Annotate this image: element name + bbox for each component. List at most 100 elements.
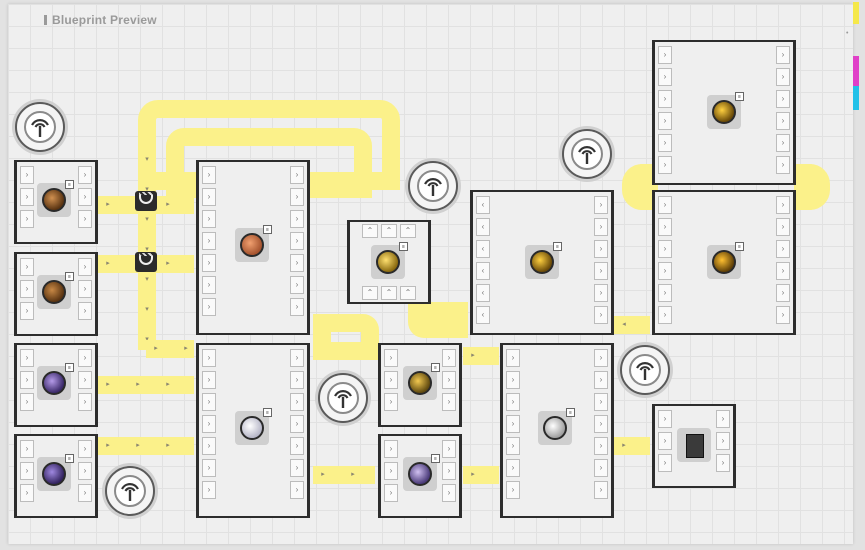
recipe-tag-icon: ≡ [65, 363, 74, 372]
belt-splitter-icon[interactable] [135, 191, 157, 211]
recipe-tag-icon: ≡ [553, 242, 562, 251]
blueprint-canvas[interactable]: Blueprint Preview • ▾▾▾▾▾▾▾▸▸▸▸▸▸▸▸▸▸▸▸▸… [8, 4, 853, 544]
port-column-l: ››››››› [506, 349, 520, 512]
input-port-icon: › [384, 349, 398, 367]
resize-handle-icon[interactable]: • [846, 30, 849, 37]
resource-disc-icon [42, 280, 66, 304]
extractor-machine-4[interactable]: ›››››› [14, 434, 98, 518]
accent-strip-cyan [853, 86, 859, 110]
port-column-r: ›››››› [776, 196, 790, 329]
conveyor-belt[interactable]: ▸▸▸ [98, 437, 194, 455]
port-column-l: ›››››› [658, 196, 672, 329]
input-port-icon: › [506, 415, 520, 433]
smelter-machine-2[interactable]: ›››››››››››››› [196, 343, 310, 518]
output-port-icon: › [594, 284, 608, 302]
output-port-icon: › [776, 112, 790, 130]
resource-disc-icon [543, 416, 567, 440]
port-column-r: ›››››› [776, 46, 790, 179]
resource-disc-icon [408, 371, 432, 395]
antenna-tower-icon [121, 483, 139, 501]
mixer-machine[interactable]: ⌃⌃⌃⌃⌃⌃ [347, 220, 431, 304]
conveyor-belt[interactable]: ◂ [614, 316, 650, 334]
input-port-icon: › [506, 481, 520, 499]
port-row-b: ⌃⌃⌃ [362, 286, 416, 300]
port-column-l: › › › [384, 349, 398, 421]
conveyor-belt[interactable]: ▸ [463, 466, 499, 484]
extractor-machine-2[interactable]: ›››››› [14, 252, 98, 336]
output-port-icon: › [290, 188, 304, 206]
port-column-r: ››››››› [290, 166, 304, 329]
input-port-icon: › [658, 432, 672, 450]
gold-ore-item: ≡ [525, 242, 562, 279]
antenna-tower[interactable] [15, 102, 65, 152]
conveyor-belt[interactable]: ▾▾▾▾▾▾▾ [138, 150, 156, 350]
belt-arrow-icon: ▾ [145, 306, 149, 313]
storage-machine[interactable]: ›››››› [652, 404, 736, 488]
output-port-icon: › [594, 306, 608, 324]
refinery-machine-2[interactable]: ›››››››››››››› [500, 343, 614, 518]
input-port-icon: › [202, 232, 216, 250]
input-port-icon: › [20, 258, 34, 276]
chip-body [686, 434, 704, 458]
antenna-tower[interactable] [620, 345, 670, 395]
input-port-icon: › [658, 134, 672, 152]
input-port-icon: › [384, 484, 398, 502]
input-port-icon: › [658, 196, 672, 214]
port-column-l: ››››››› [202, 349, 216, 512]
computer-chip-icon [677, 428, 711, 462]
silver-ingot-item: ≡ [235, 408, 272, 445]
output-port-icon: › [776, 156, 790, 174]
output-port-icon: › [78, 484, 92, 502]
antenna-tower[interactable] [562, 129, 612, 179]
conveyor-belt-curve[interactable] [408, 302, 468, 338]
input-port-icon: › [506, 393, 520, 411]
conveyor-belt-curve[interactable] [313, 314, 379, 360]
output-port-icon: › [78, 302, 92, 320]
conveyor-belt[interactable]: ▸▸ [146, 340, 194, 358]
input-port-icon: ‹ [476, 240, 490, 258]
conveyor-belt[interactable]: ▸ [463, 347, 499, 365]
conveyor-belt[interactable]: ▸▸ [313, 466, 375, 484]
input-port-icon: › [506, 349, 520, 367]
antenna-tower-icon [334, 390, 352, 408]
input-port-icon: › [202, 437, 216, 455]
antenna-tower[interactable] [105, 466, 155, 516]
output-port-icon: › [716, 410, 730, 428]
input-port-icon: › [202, 481, 216, 499]
input-port-icon: › [20, 166, 34, 184]
input-port-icon: › [658, 46, 672, 64]
smelter-machine-1[interactable]: ›››››››››››››› [196, 160, 310, 335]
conveyor-belt[interactable]: ▸▸▸ [98, 376, 194, 394]
output-port-icon: › [776, 284, 790, 302]
port-column-r: ››››››› [290, 349, 304, 512]
output-port-icon: › [716, 454, 730, 472]
conveyor-belt[interactable]: ▸ [614, 437, 650, 455]
input-port-icon: › [658, 262, 672, 280]
input-port-icon: › [658, 90, 672, 108]
port-icon: ⌃ [381, 224, 397, 238]
input-port-icon: › [202, 459, 216, 477]
port-icon: ⌃ [400, 286, 416, 300]
conveyor-belt-curve[interactable] [794, 164, 830, 210]
resource-disc-icon [376, 250, 400, 274]
input-port-icon: › [202, 254, 216, 272]
input-port-icon: › [202, 166, 216, 184]
output-port-icon: › [776, 90, 790, 108]
port-column-r: ››››››› [594, 349, 608, 512]
output-port-icon: › [78, 462, 92, 480]
antenna-tower[interactable] [318, 373, 368, 423]
input-port-icon: › [384, 371, 398, 389]
resource-disc-icon [712, 250, 736, 274]
output-port-icon: › [594, 218, 608, 236]
output-port-icon: › [290, 254, 304, 272]
output-port-icon: › [594, 262, 608, 280]
resource-disc-icon [42, 188, 66, 212]
input-port-icon: › [384, 393, 398, 411]
belt-splitter-icon[interactable] [135, 252, 157, 272]
gold-ore-item: ≡ [707, 242, 744, 279]
antenna-tower[interactable] [408, 161, 458, 211]
input-port-icon: › [202, 276, 216, 294]
output-port-icon: › [776, 134, 790, 152]
output-port-icon: › [290, 298, 304, 316]
